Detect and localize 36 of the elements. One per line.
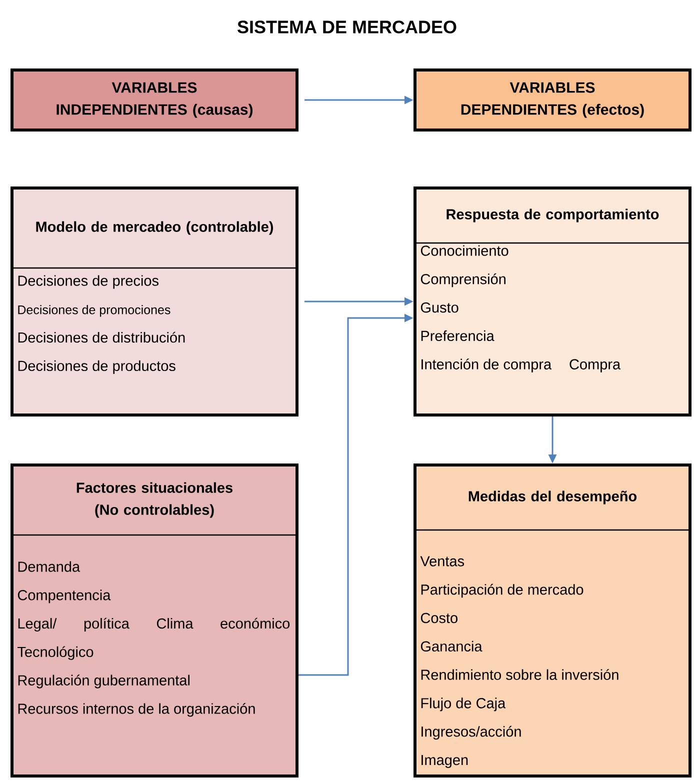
heading-text: Factores situacionales (No controlables) (76, 482, 232, 518)
list-item: Ingresos/acción (422, 726, 521, 740)
heading-text: Medidas del desempeño (468, 490, 637, 504)
list-item: Ganancia (420, 640, 482, 652)
heading-text: Respuesta de comportamiento (446, 208, 659, 222)
list-item: Preferencia (421, 330, 494, 342)
table-box (10, 464, 298, 778)
list-item: Decisiones de distribución (18, 332, 185, 343)
list-item: Legal/ política Clima económico Tecnológico (18, 618, 290, 660)
heading-text: VARIABLES DEPENDIENTES (efectos) (461, 82, 644, 118)
list-item: Participación de mercado (421, 584, 584, 598)
table-box (414, 186, 692, 416)
list-item: Decisiones de productos (18, 360, 176, 374)
list-item: Compra (570, 359, 621, 372)
list-item: Gusto (420, 302, 458, 313)
list-item: Intención de compra (422, 358, 552, 372)
table-box (414, 464, 692, 778)
list-item: Decisiones de promociones (18, 305, 170, 317)
table-box (414, 68, 692, 132)
list-item: Regulación gubernamental (18, 674, 190, 688)
heading-text: VARIABLES INDEPENDIENTES (causas) (56, 82, 253, 118)
list-item: Decisiones de precios (18, 275, 158, 289)
list-item: Compentencia (18, 590, 111, 604)
list-item: Demanda (18, 561, 80, 572)
list-item: Imagen (422, 755, 468, 768)
title: SISTEMA DE MERCADEO (238, 20, 456, 34)
table-box (10, 186, 298, 416)
list-item: Flujo de Caja (421, 698, 506, 712)
list-item: Ventas (420, 556, 464, 566)
list-item: Comprensión (420, 273, 506, 288)
list-item: Rendimiento sobre la inversión (421, 669, 618, 680)
list-item: Conocimiento (420, 245, 508, 256)
list-item: Recursos internos de la organización (18, 703, 255, 717)
heading-text: Modelo de mercadeo (controlable) (36, 221, 273, 235)
table-box (10, 68, 298, 132)
list-item: Costo (420, 612, 458, 624)
